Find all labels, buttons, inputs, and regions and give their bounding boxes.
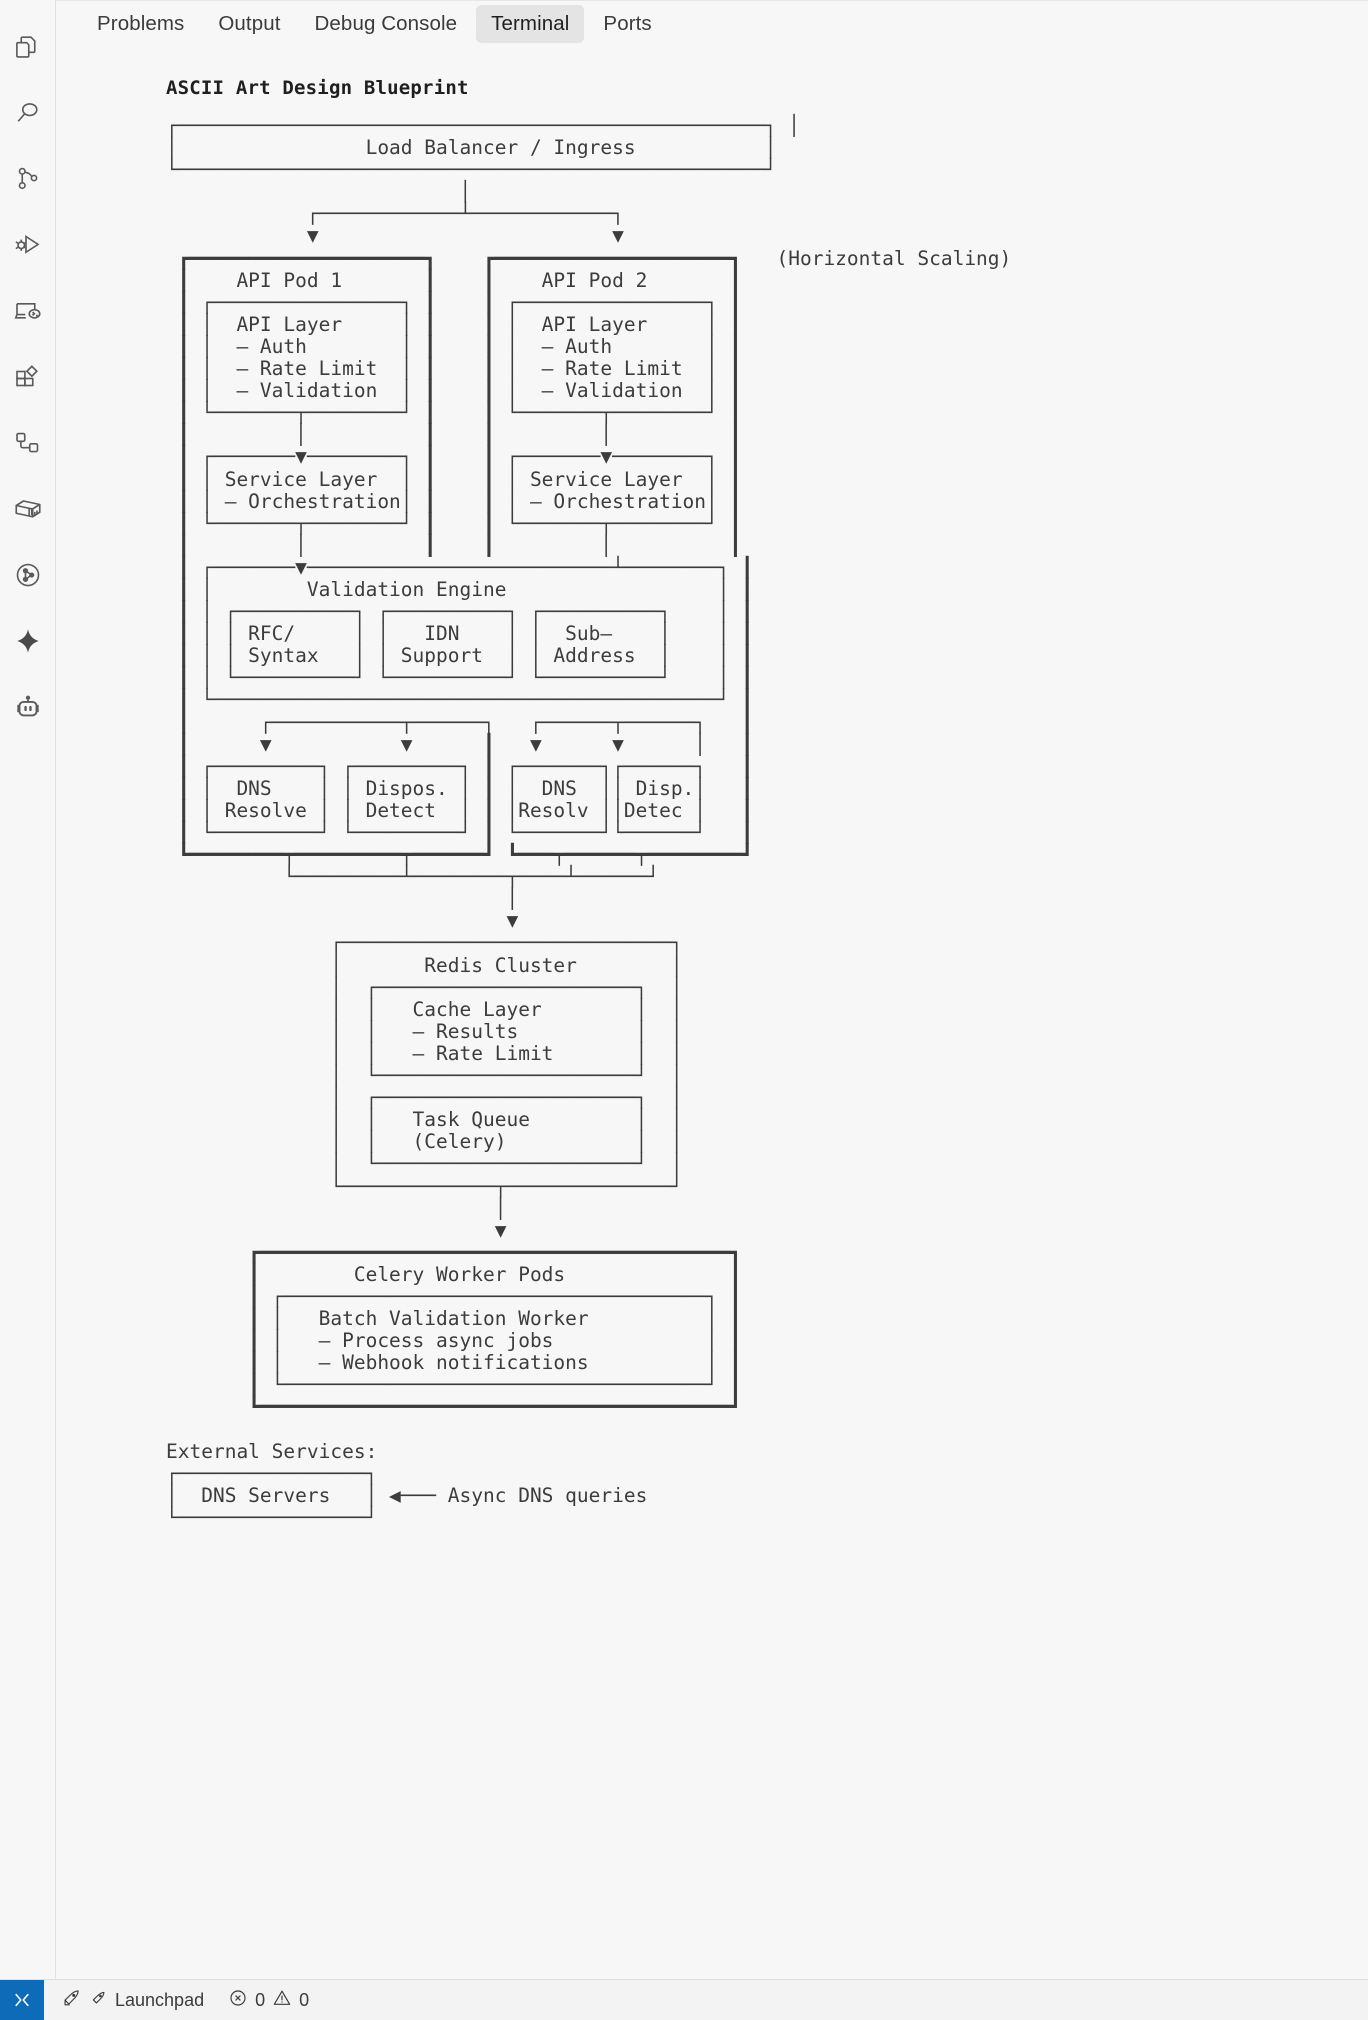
containers-icon[interactable] (0, 476, 56, 542)
tab-problems[interactable]: Problems (97, 12, 185, 35)
explorer-icon[interactable] (0, 14, 56, 80)
source-control-icon[interactable] (0, 146, 56, 212)
problems-status-item[interactable]: 0 0 (216, 1980, 321, 2020)
rocket-small-icon (90, 1989, 108, 2012)
activity-bar (0, 0, 56, 1979)
sparkle-icon[interactable] (0, 608, 56, 674)
error-count: 0 (255, 1990, 266, 2010)
error-icon (228, 1988, 248, 2013)
panel-tab-bar: Problems Output Debug Console Terminal P… (56, 1, 1368, 47)
search-icon[interactable] (0, 80, 56, 146)
ascii-architecture-diagram: ┌───────────────────────────────────────… (166, 114, 1012, 1529)
bottom-panel: Problems Output Debug Console Terminal P… (56, 0, 1368, 1979)
status-bar: Launchpad 0 0 (0, 1979, 1368, 2020)
terminal-heading: ASCII Art Design Blueprint (166, 77, 469, 99)
launchpad-label: Launchpad (115, 1990, 205, 2010)
tab-output[interactable]: Output (218, 12, 281, 35)
launchpad-status-item[interactable]: Launchpad (44, 1980, 216, 2020)
tab-terminal[interactable]: Terminal (476, 5, 585, 43)
warning-count: 0 (299, 1990, 310, 2010)
tab-ports[interactable]: Ports (603, 12, 652, 35)
terminal-output[interactable]: ASCII Art Design Blueprint ┌────────────… (56, 47, 1368, 1979)
tab-debug-console[interactable]: Debug Console (314, 12, 458, 35)
kubernetes-icon[interactable] (0, 542, 56, 608)
robot-icon[interactable] (0, 674, 56, 740)
remote-explorer-icon[interactable] (0, 278, 56, 344)
remote-window-icon[interactable] (0, 1980, 44, 2020)
warning-icon (272, 1988, 292, 2013)
rocket-icon (62, 1987, 83, 2013)
testing-icon[interactable] (0, 410, 56, 476)
extensions-icon[interactable] (0, 344, 56, 410)
run-and-debug-icon[interactable] (0, 212, 56, 278)
workbench-body: Problems Output Debug Console Terminal P… (0, 0, 1368, 1979)
